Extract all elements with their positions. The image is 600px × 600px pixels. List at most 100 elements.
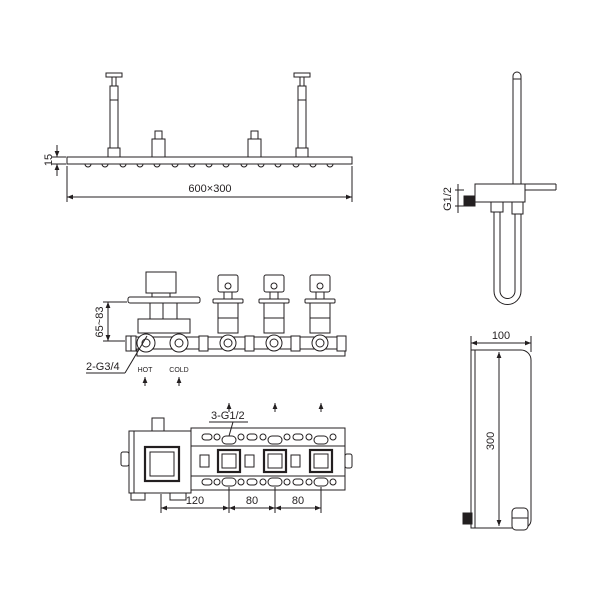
outlet-bore — [223, 338, 233, 348]
valve-stem — [315, 291, 325, 300]
mounting-slot — [201, 478, 213, 486]
inlet-cap — [154, 130, 163, 140]
rod-connector — [107, 147, 121, 158]
outlet-callout: 3-G1/2 — [209, 410, 248, 437]
thermostat-unit — [125, 271, 201, 353]
callout-leader — [124, 335, 148, 374]
callout-leader — [228, 421, 234, 437]
size-label: 600×300 — [188, 183, 231, 195]
nozzle — [257, 163, 265, 168]
hex-nuts — [198, 335, 347, 352]
mounting-slot — [292, 433, 304, 441]
inlet-body — [247, 138, 262, 158]
wall-outlet — [462, 512, 473, 525]
valve-front-view: 65~83 2-G3/4 HOT COLD — [86, 271, 347, 386]
mounting-hole — [329, 478, 337, 486]
support-tube — [109, 85, 119, 149]
hex-nut — [290, 335, 301, 352]
hose-outer — [493, 212, 522, 305]
valve-escutcheon — [212, 298, 244, 304]
diverter-knob-2 — [262, 448, 288, 474]
rain-shower-side-view: 15 600×300 — [43, 72, 353, 202]
hand-shower-handle — [512, 71, 522, 184]
mounting-hole — [283, 478, 291, 486]
depth-label: 65~83 — [94, 307, 106, 338]
valve-top-view: 3-G1/2 120 80 80 — [120, 403, 353, 513]
nozzle — [188, 163, 196, 168]
nozzle-row — [84, 163, 334, 168]
inlet-callout: 2-G3/4 — [86, 335, 148, 374]
ceiling-flange — [293, 72, 311, 78]
hot-label: HOT — [138, 367, 154, 374]
diverter-valve-3 — [304, 274, 336, 352]
mounting-hole — [259, 433, 267, 441]
top-pipe — [151, 417, 165, 432]
spacing-label-thermostat: 120 — [186, 495, 204, 507]
hot-inlet — [136, 333, 156, 353]
mounting-hole — [329, 433, 337, 441]
handle-hole — [316, 282, 324, 290]
nozzle — [101, 163, 109, 168]
depth-dimension: 65~83 — [94, 301, 127, 342]
top-slot-row — [201, 433, 337, 445]
valve-outlet — [219, 334, 237, 352]
handle-hole — [270, 282, 278, 290]
thermostat-box — [120, 417, 192, 501]
cold-inlet — [169, 333, 189, 353]
thermostat-body — [137, 318, 191, 334]
thermostat-escutcheon — [127, 296, 201, 304]
thermostat-neck — [151, 292, 171, 298]
inlet-connector-left — [151, 130, 166, 158]
hex-nut — [244, 335, 255, 352]
nozzle — [119, 163, 127, 168]
hex-nut — [336, 335, 347, 352]
outlet-bore — [315, 338, 325, 348]
valve-outlet — [265, 334, 283, 352]
support-tube — [297, 85, 307, 149]
valve-escutcheon — [304, 298, 336, 304]
nozzle — [240, 163, 248, 168]
mounting-hole — [237, 433, 245, 441]
bottom-tab — [169, 492, 187, 501]
side-tab — [120, 451, 130, 467]
rail-spacer — [199, 454, 210, 468]
hose-inner — [499, 212, 516, 299]
height-label: 300 — [485, 432, 497, 450]
bottom-slot-row — [201, 477, 337, 487]
nozzle — [153, 163, 161, 168]
connection-label: G1/2 — [442, 187, 454, 211]
bottom-tab — [130, 492, 146, 501]
ceiling-flange — [105, 72, 123, 78]
holder-front-view: 100 300 — [462, 330, 532, 531]
cold-label: COLD — [169, 367, 188, 374]
threaded-stem — [299, 76, 305, 87]
spacing-label-valve: 80 — [246, 495, 258, 507]
spacing-dimensions: 120 80 80 — [160, 487, 322, 513]
nozzle — [84, 163, 92, 168]
thickness-label: 15 — [43, 154, 55, 166]
ceiling-rod-right — [293, 72, 311, 158]
cold-inlet-bore — [174, 338, 184, 348]
lower-port — [313, 477, 329, 487]
size-dimension: 600×300 — [66, 166, 353, 202]
nozzle — [205, 163, 213, 168]
mounting-hole — [213, 433, 221, 441]
mounting-hole — [237, 478, 245, 486]
height-dimension: 300 — [485, 352, 502, 526]
mounting-hole — [213, 478, 221, 486]
hand-shower-side-view: G1/2 — [442, 71, 557, 305]
wall-outlet — [463, 195, 476, 207]
shower-plate — [66, 156, 353, 165]
hose-connector — [511, 507, 529, 531]
nozzle — [326, 163, 334, 168]
outlet-label: 3-G1/2 — [211, 410, 245, 422]
thermostat-knob — [143, 445, 181, 483]
mounting-slot — [201, 433, 213, 441]
mounting-slot — [246, 478, 258, 486]
diverter-valve-1 — [212, 274, 244, 352]
mounting-hole — [283, 433, 291, 441]
mounting-hole — [305, 433, 313, 441]
rod-connector — [295, 147, 309, 158]
hose-nut — [490, 201, 504, 213]
outlet-port — [267, 435, 283, 445]
